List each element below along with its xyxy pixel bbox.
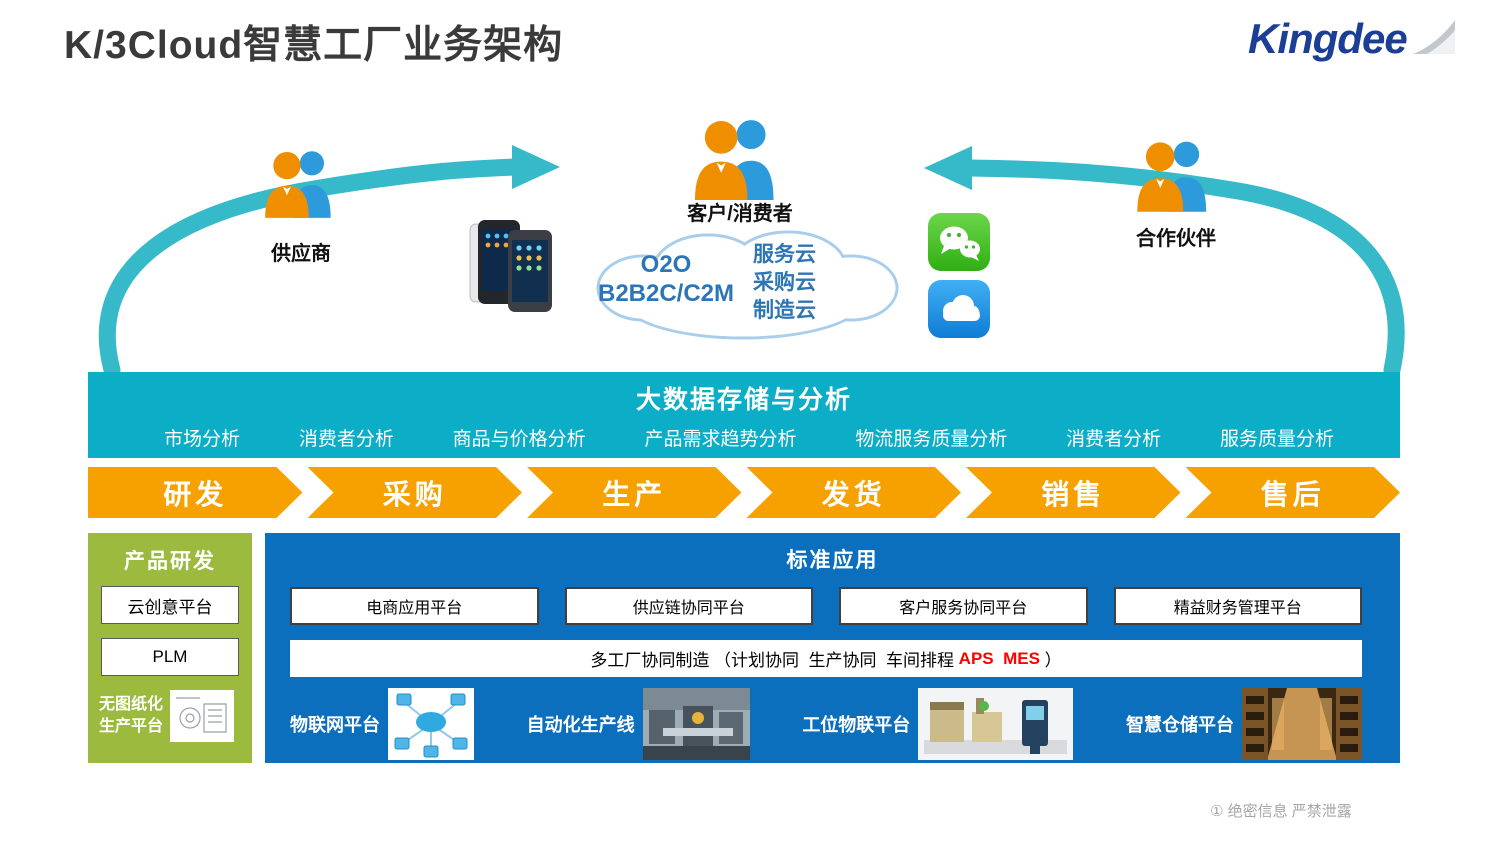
bigdata-item: 商品与价格分析 — [452, 429, 586, 450]
multi-factory-text: 多工厂协同制造 （计划协同 生产协同 车间排程 — [590, 651, 959, 670]
platform-smart-warehouse: 智慧仓储平台 — [1126, 688, 1362, 760]
cloud-services-list: 服务云 采购云 制造云 — [753, 241, 816, 325]
rd-paperless-label: 无图纸化 生产平台 — [99, 696, 164, 735]
automation-line-image — [642, 688, 750, 760]
aps-mes-highlight: APS MES — [958, 648, 1040, 668]
multi-factory-text-close: ） — [1039, 651, 1062, 670]
bigdata-item: 市场分析 — [164, 429, 241, 450]
supplier-label: 供应商 — [271, 243, 331, 265]
app-box-customer-service: 客户服务协同平台 — [839, 587, 1088, 625]
partner-label: 合作伙伴 — [1136, 228, 1216, 250]
standard-apps-panel: 标准应用 电商应用平台 供应链协同平台 客户服务协同平台 精益财务管理平台 多工… — [265, 533, 1400, 763]
product-rd-title: 产品研发 — [124, 550, 216, 573]
product-rd-panel: 产品研发 云创意平台 PLM 无图纸化 生产平台 — [88, 533, 252, 763]
multi-factory-bar: 多工厂协同制造 （计划协同 生产协同 车间排程 APS MES ） — [290, 640, 1362, 677]
weiyun-cloud-icon — [928, 280, 990, 338]
rd-paperless-row: 无图纸化 生产平台 — [99, 690, 244, 742]
process-stage-ship: 发货 — [747, 467, 962, 518]
standard-apps-row3: 物联网平台 自动化生产线 — [290, 688, 1362, 760]
cloud-b2b2c-text: B2B2C/C2M — [597, 280, 735, 307]
app-box-lean-finance: 精益财务管理平台 — [1113, 587, 1362, 625]
app-box-supply-chain: 供应链协同平台 — [564, 587, 813, 625]
rd-item-plm: PLM — [101, 638, 239, 676]
process-stage-produce: 生产 — [527, 467, 742, 518]
bigdata-items: 市场分析 消费者分析 商品与价格分析 产品需求趋势分析 物流服务质量分析 消费者… — [88, 416, 1400, 451]
cloud-o2o-text: O2O — [640, 251, 692, 278]
process-stage-aftersales: 售后 — [1186, 467, 1401, 518]
page-title: K/3Cloud智慧工厂业务架构 — [64, 24, 564, 67]
platform-automation: 自动化生产线 — [527, 688, 750, 760]
bigdata-item: 物流服务质量分析 — [855, 429, 1008, 450]
confidential-note: ① 绝密信息 严禁泄露 — [1210, 803, 1352, 820]
supplier-people-icon — [262, 146, 340, 218]
standard-apps-title: 标准应用 — [786, 549, 879, 572]
workstation-iot-image — [918, 688, 1074, 760]
cloud-shape-icon — [596, 230, 899, 340]
platform-label: 工位物联平台 — [802, 715, 911, 735]
bigdata-item: 消费者分析 — [298, 429, 394, 450]
kingdee-logo-text: Kingdee — [1248, 15, 1408, 62]
bigdata-title: 大数据存储与分析 — [635, 386, 852, 414]
platform-iot: 物联网平台 — [290, 688, 474, 760]
bigdata-item: 服务质量分析 — [1219, 429, 1334, 450]
kingdee-logo: Kingdee — [1248, 18, 1457, 60]
smart-warehouse-image — [1241, 688, 1362, 760]
customer-label: 客户/消费者 — [687, 203, 793, 225]
process-flow: 研发 采购 生产 发货 销售 售后 — [88, 467, 1400, 518]
bigdata-item: 消费者分析 — [1066, 429, 1162, 450]
cloud-manufacture-text: 制造云 — [753, 299, 816, 322]
customer-people-icon — [688, 114, 788, 200]
iot-platform-image — [388, 688, 474, 760]
partner-people-icon — [1134, 136, 1216, 212]
cloud-commerce-modes: O2O B2B2C/C2M — [596, 250, 736, 308]
standard-apps-row1: 电商应用平台 供应链协同平台 客户服务协同平台 精益财务管理平台 — [290, 587, 1362, 625]
cloud-service-text: 服务云 — [753, 243, 816, 266]
page-fold-icon — [1412, 20, 1455, 54]
platform-label: 智慧仓储平台 — [1125, 715, 1234, 735]
platform-workstation-iot: 工位物联平台 — [802, 688, 1074, 760]
process-stage-rd: 研发 — [88, 467, 303, 518]
smartphones-image — [468, 220, 556, 312]
bigdata-band: 大数据存储与分析 市场分析 消费者分析 商品与价格分析 产品需求趋势分析 物流服… — [88, 372, 1400, 458]
cloud-procurement-text: 采购云 — [753, 271, 816, 294]
bigdata-item: 产品需求趋势分析 — [644, 429, 797, 450]
app-box-ecommerce: 电商应用平台 — [290, 587, 539, 625]
process-stage-sales: 销售 — [966, 467, 1181, 518]
wechat-icon — [928, 213, 990, 271]
platform-label: 物联网平台 — [290, 715, 380, 735]
platform-label: 自动化生产线 — [526, 715, 635, 735]
process-stage-procure: 采购 — [308, 467, 523, 518]
cloud-bubble — [583, 226, 905, 344]
rd-item-cloud-idea: 云创意平台 — [101, 586, 239, 624]
rd-paperless-image — [170, 690, 235, 742]
